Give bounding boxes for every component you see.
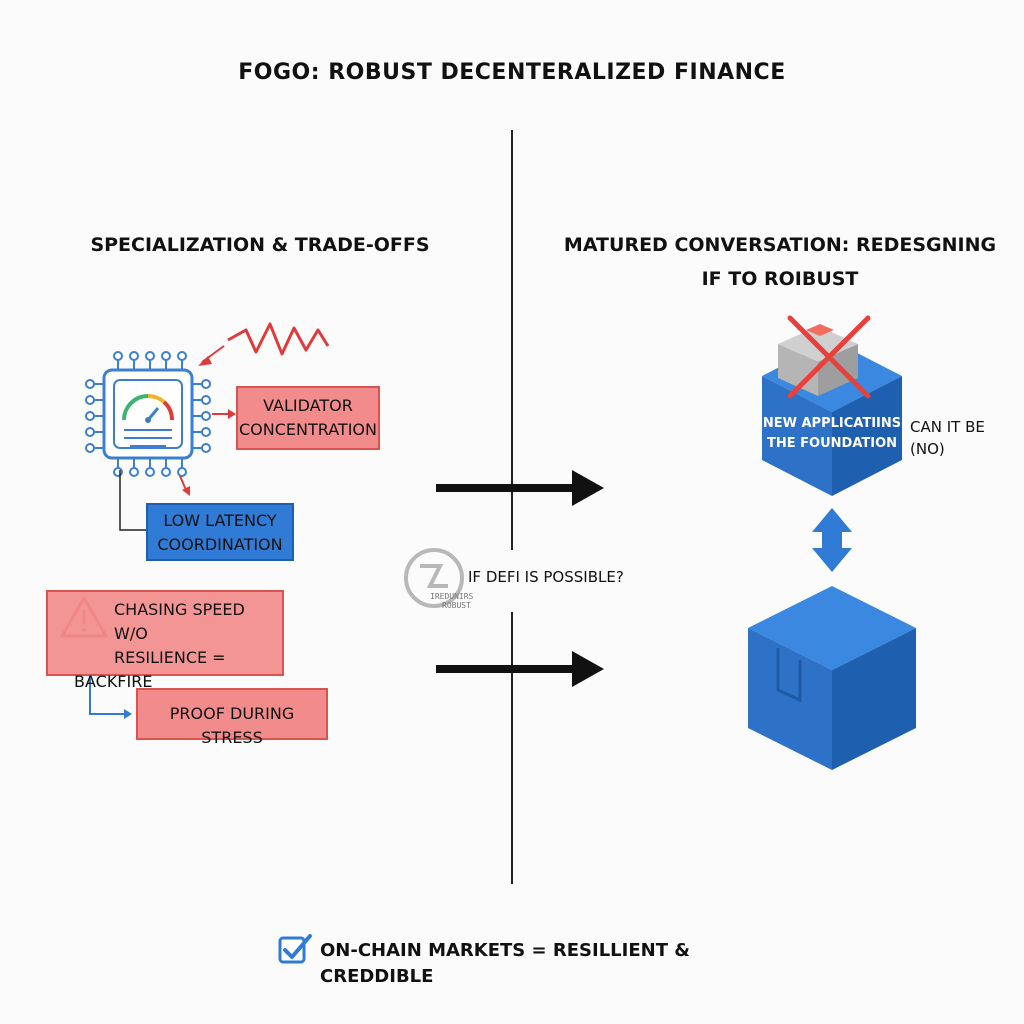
cube-label: NEW APPLICATIINS THE FOUNDATION [760,414,904,454]
proof-label: PROOF DURING STRESS [169,704,295,747]
arrow-right-icon-lower [436,651,604,687]
center-divider [511,130,513,550]
right-heading: MATURED CONVERSATION: REDESGNING IF TO R… [560,228,1000,296]
arrow-right-icon-upper [436,470,604,506]
left-heading: SPECIALIZATION & TRADE-OFFS [90,234,430,256]
red-x-icon [787,315,871,399]
center-question: IF DEFI IS POSSIBLE? [468,568,624,586]
validator-label-line-1: VALIDATOR [263,396,353,415]
side-label-line-1: CAN IT BE [910,418,985,436]
right-heading-line-2: IF TO ROIBUST [701,268,859,290]
right-heading-line-1: MATURED CONVERSATION: REDESGNING [563,234,997,256]
cube-label-line-1: NEW APPLICATIINS [762,416,902,431]
footer-text: ON-CHAIN MARKETS = RESILLIENT & CREDDIBL… [320,940,690,987]
latency-label-line-1: LOW LATENCY [163,511,277,530]
checkbox-checked-icon [278,934,312,964]
side-label-line-2: (NO) [910,440,945,458]
page-title: FOGO: ROBUST DECENTERALIZED FINANCE [238,60,786,85]
warning-label-line-2: RESILIENCE = [114,648,226,667]
robust-logo-icon [404,548,464,608]
warning-label-line-3: BACKFIRE [74,672,153,691]
side-label: CAN IT BE (NO) [910,416,1010,460]
validator-label-line-2: CONCENTRATION [239,420,377,439]
logo-caption-line-1: IREDUNIRS [430,592,474,601]
latency-label-line-2: COORDINATION [157,535,283,554]
logo-caption: IREDUNIRS ROBUST [430,592,500,610]
flow-connector [89,676,126,715]
warning-label-line-1: CHASING SPEED W/O [114,600,245,643]
double-arrow-icon [812,508,852,572]
processor-chip-icon [85,351,211,477]
zigzag-signal-icon [227,322,330,356]
center-divider-lower [511,612,513,884]
proof-during-stress-box: PROOF DURING STRESS [136,688,328,747]
low-latency-box: LOW LATENCY COORDINATION [146,503,294,561]
cube-label-line-2: THE FOUNDATION [767,436,897,451]
logo-caption-line-2: ROBUST [442,601,471,610]
chasing-speed-warning-box: CHASING SPEED W/O RESILIENCE = BACKFIRE [46,590,284,691]
base-cube [748,586,916,770]
validator-concentration-box: VALIDATOR CONCENTRATION [236,386,380,450]
